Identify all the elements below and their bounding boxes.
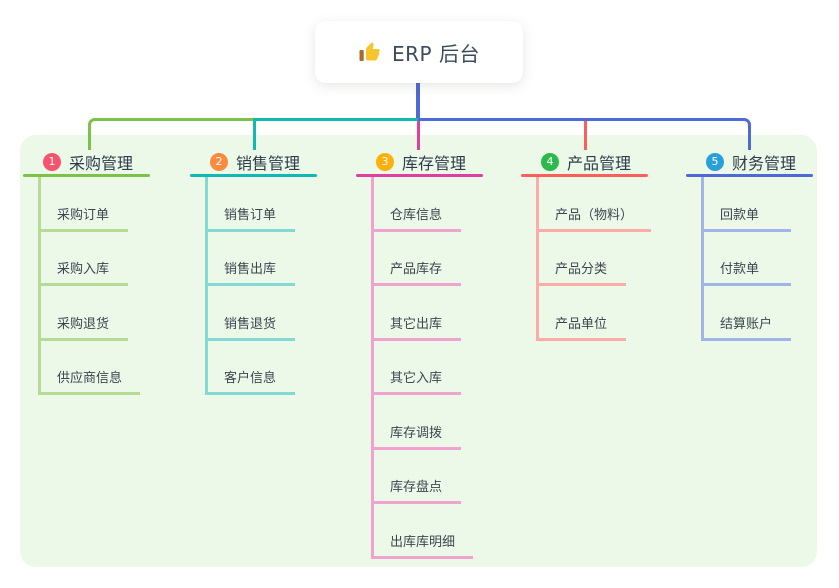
item-label: 产品（物料） [555,207,634,223]
drop-line-inventory [417,121,420,150]
item-label: 付款单 [720,262,760,277]
branch-items: 销售订单 销售出库 销售退货 客户信息 [205,177,317,395]
branch-3: 3 库存管理 仓库信息 产品库存 其它出库 其它入库 库存调拨 库存盘点 出库库… [356,150,483,559]
branch-label: 销售管理 [236,154,301,173]
item-label: 产品分类 [555,262,608,277]
branch-number-badge: 1 [43,153,61,171]
branch-4: 4 产品管理 产品（物料） 产品分类 产品单位 [521,150,652,341]
item-label: 产品单位 [555,316,608,332]
branch-header[interactable]: 5 财务管理 [686,150,813,174]
branch-item[interactable]: 产品分类 [536,231,626,286]
branch-underline [190,174,317,177]
item-label: 采购订单 [57,207,110,223]
branch-item[interactable]: 库存盘点 [371,449,461,504]
branch-item[interactable]: 销售退货 [205,286,295,341]
item-label: 客户信息 [224,371,277,386]
branch-item[interactable]: 供应商信息 [38,340,141,395]
item-label: 采购退货 [57,316,110,332]
branch-item[interactable]: 产品库存 [371,231,461,286]
branch-item[interactable]: 仓库信息 [371,177,461,232]
trunk-line-purchase [88,118,253,150]
item-label: 其它出库 [390,316,443,332]
root-connector-line [416,82,420,119]
branch-number-badge: 4 [541,153,559,171]
item-label: 结算账户 [720,316,773,332]
root-node[interactable]: ERP 后台 [315,21,523,83]
branch-label: 财务管理 [732,154,797,173]
branch-item[interactable]: 回款单 [701,177,791,232]
branch-label: 产品管理 [567,154,632,173]
branch-item[interactable]: 付款单 [701,231,791,286]
item-label: 出库库明细 [390,534,456,550]
branch-item[interactable]: 结算账户 [701,286,791,341]
branch-underline [356,174,483,177]
branch-item[interactable]: 销售出库 [205,231,295,286]
item-label: 销售订单 [224,207,277,223]
item-label: 库存盘点 [390,480,443,495]
branch-underline [521,174,648,177]
branch-header[interactable]: 1 采购管理 [23,150,150,174]
branch-header[interactable]: 3 库存管理 [356,150,483,174]
branch-item[interactable]: 库存调拨 [371,395,461,450]
branch-item[interactable]: 产品（物料） [536,177,652,232]
branch-label: 采购管理 [69,154,134,173]
branch-item[interactable]: 产品单位 [536,286,626,341]
item-label: 其它入库 [390,371,443,386]
branch-5: 5 财务管理 回款单 付款单 结算账户 [686,150,813,341]
branch-item[interactable]: 采购入库 [38,231,128,286]
branch-header[interactable]: 4 产品管理 [521,150,648,174]
branch-items: 采购订单 采购入库 采购退货 供应商信息 [38,177,150,395]
branch-2: 2 销售管理 销售订单 销售出库 销售退货 客户信息 [190,150,317,395]
branch-number-badge: 3 [376,153,394,171]
thumbs-up-icon [358,40,382,64]
item-label: 采购入库 [57,262,110,277]
root-title: ERP 后台 [392,41,480,66]
item-label: 销售退货 [224,316,277,332]
branch-number-badge: 5 [706,153,724,171]
branch-header[interactable]: 2 销售管理 [190,150,317,174]
item-label: 产品库存 [390,262,443,277]
branch-item[interactable]: 采购退货 [38,286,128,341]
branch-underline [686,174,813,177]
branch-item[interactable]: 销售订单 [205,177,295,232]
branch-item[interactable]: 采购订单 [38,177,128,232]
branch-label: 库存管理 [402,154,467,173]
item-label: 销售出库 [224,262,277,277]
trunk-line-sales [253,118,418,150]
branch-item[interactable]: 出库库明细 [371,504,474,559]
item-label: 仓库信息 [390,207,443,223]
branch-items: 仓库信息 产品库存 其它出库 其它入库 库存调拨 库存盘点 出库库明细 [371,177,483,559]
item-label: 回款单 [720,207,760,223]
branch-item[interactable]: 客户信息 [205,340,295,395]
branch-underline [23,174,150,177]
branch-items: 回款单 付款单 结算账户 [701,177,813,341]
branch-number-badge: 2 [210,153,228,171]
branch-item[interactable]: 其它入库 [371,340,461,395]
branches-panel [20,135,817,567]
item-label: 库存调拨 [390,425,443,441]
trunk-line-finance [418,118,751,150]
branch-1: 1 采购管理 采购订单 采购入库 采购退货 供应商信息 [23,150,150,395]
branch-items: 产品（物料） 产品分类 产品单位 [536,177,652,341]
drop-line-product [584,121,587,150]
item-label: 供应商信息 [57,371,123,386]
branch-item[interactable]: 其它出库 [371,286,461,341]
